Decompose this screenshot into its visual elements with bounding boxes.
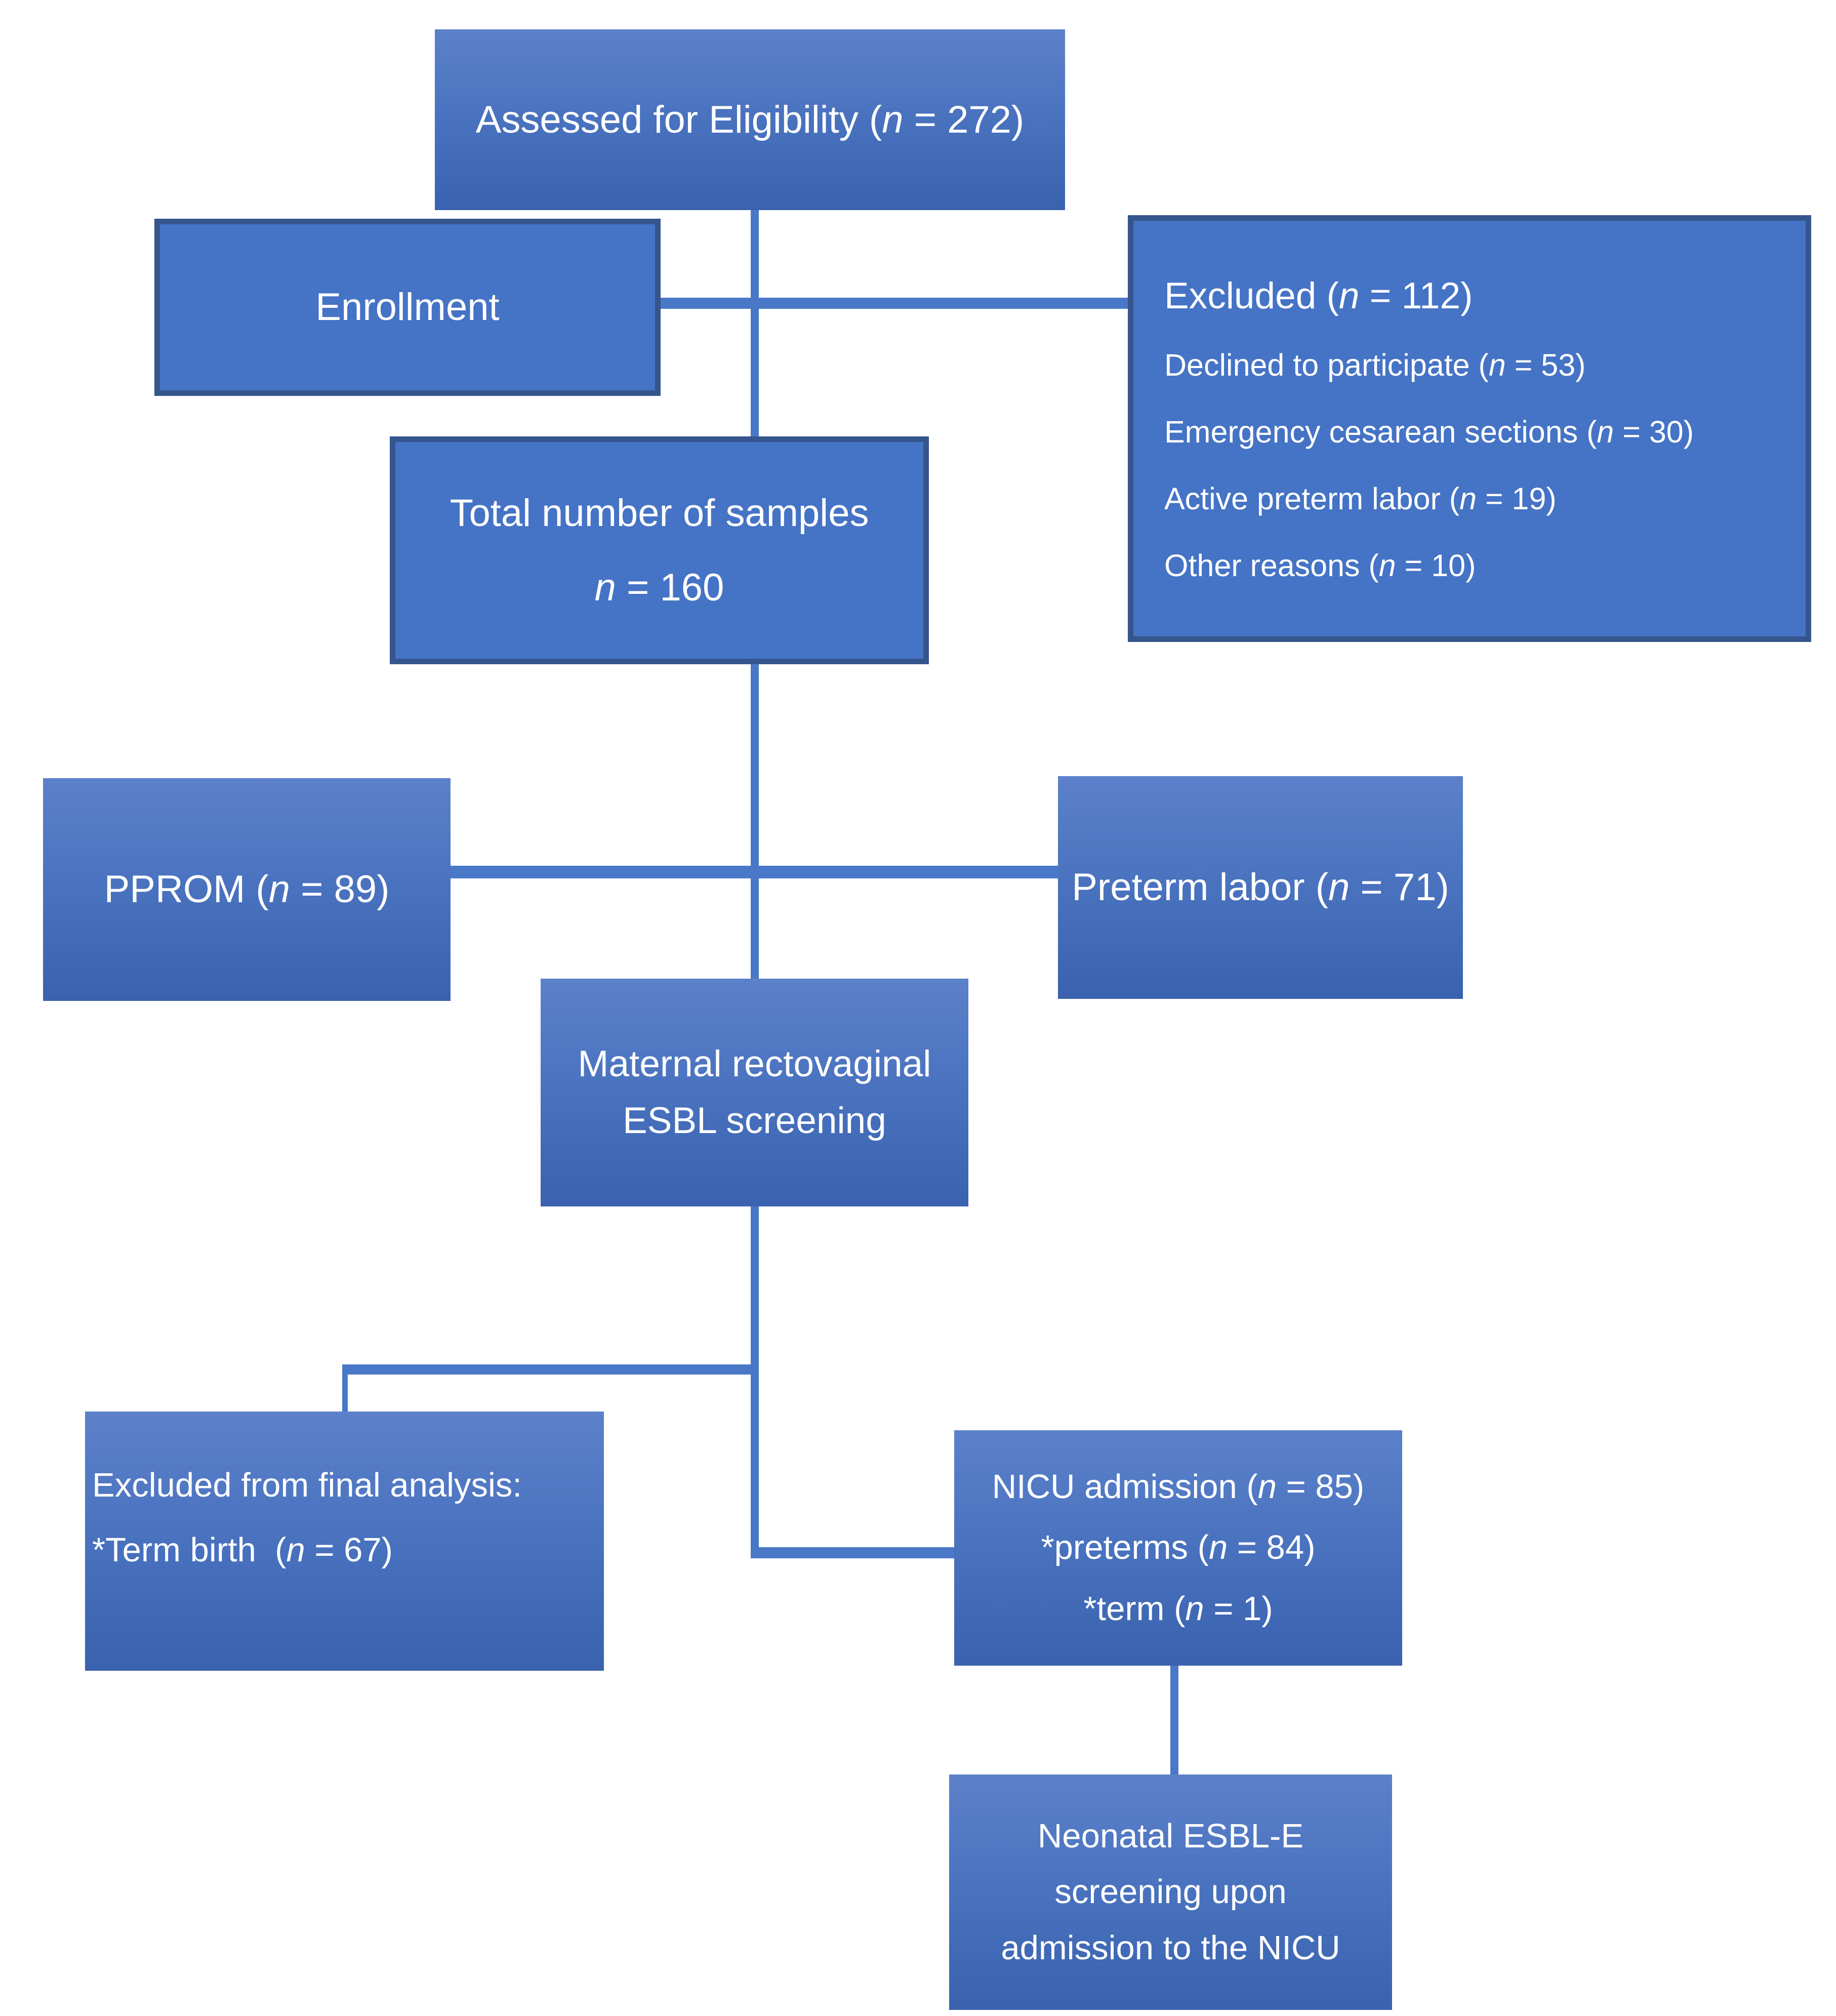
excluded-final-line2: *Term birth (n = 67) xyxy=(92,1531,393,1569)
neonatal-screening-line1: Neonatal ESBL-E xyxy=(1037,1817,1304,1855)
assessed-label: Assessed for Eligibility (n = 272) xyxy=(475,98,1025,141)
box-preterm-labor: Preterm labor (n = 71) xyxy=(1058,776,1463,999)
excluded-item-other: Other reasons (n = 10) xyxy=(1164,548,1476,583)
connector-total-to-maternal xyxy=(751,663,759,980)
excluded-item-preterm-labor: Active preterm labor (n = 19) xyxy=(1164,481,1557,516)
box-maternal-screening: Maternal rectovaginal ESBL screening xyxy=(541,979,968,1206)
pprom-label: PPROM (n = 89) xyxy=(104,868,390,911)
box-total-samples: Total number of samples n = 160 xyxy=(390,436,929,664)
excluded-title: Excluded (n = 112) xyxy=(1164,275,1473,316)
excluded-final-line1: Excluded from final analysis: xyxy=(92,1466,522,1504)
preterm-labor-label: Preterm labor (n = 71) xyxy=(1072,866,1449,909)
excluded-item-declined: Declined to participate (n = 53) xyxy=(1164,347,1586,382)
excluded-item-cesarean: Emergency cesarean sections (n = 30) xyxy=(1164,414,1694,449)
connector-branch-to-nicu xyxy=(751,1547,955,1558)
box-enrollment: Enrollment xyxy=(154,219,661,396)
nicu-admission-line3: *term (n = 1) xyxy=(1083,1589,1273,1628)
connector-nicu-to-neonatal xyxy=(1170,1666,1178,1776)
connector-drop-to-excluded-final xyxy=(342,1374,348,1413)
neonatal-screening-line2: screening upon xyxy=(1054,1873,1287,1911)
nicu-admission-line2: *preterms (n = 84) xyxy=(1041,1528,1316,1567)
connector-pprom-to-preterm xyxy=(450,866,1059,878)
box-assessed-for-eligibility: Assessed for Eligibility (n = 272) xyxy=(435,29,1065,210)
connector-enrollment-to-excluded xyxy=(660,298,1128,309)
connector-assessed-to-total xyxy=(751,210,759,437)
enrollment-label: Enrollment xyxy=(315,286,500,329)
total-samples-count: n = 160 xyxy=(594,566,724,609)
box-nicu-admission: NICU admission (n = 85) *preterms (n = 8… xyxy=(954,1430,1402,1666)
box-pprom: PPROM (n = 89) xyxy=(43,778,451,1001)
box-excluded: Excluded (n = 112) Declined to participa… xyxy=(1128,215,1811,642)
connector-maternal-stem xyxy=(751,1205,759,1558)
total-samples-label: Total number of samples xyxy=(450,492,869,535)
box-excluded-final-analysis: Excluded from final analysis: *Term birt… xyxy=(85,1412,604,1671)
connector-branch-to-excluded-final xyxy=(342,1364,759,1375)
neonatal-screening-line3: admission to the NICU xyxy=(1001,1928,1340,1967)
maternal-screening-line1: Maternal rectovaginal xyxy=(578,1043,931,1085)
maternal-screening-line2: ESBL screening xyxy=(623,1100,886,1141)
box-neonatal-screening: Neonatal ESBL-E screening upon admission… xyxy=(949,1775,1392,2010)
nicu-admission-line1: NICU admission (n = 85) xyxy=(992,1467,1365,1506)
